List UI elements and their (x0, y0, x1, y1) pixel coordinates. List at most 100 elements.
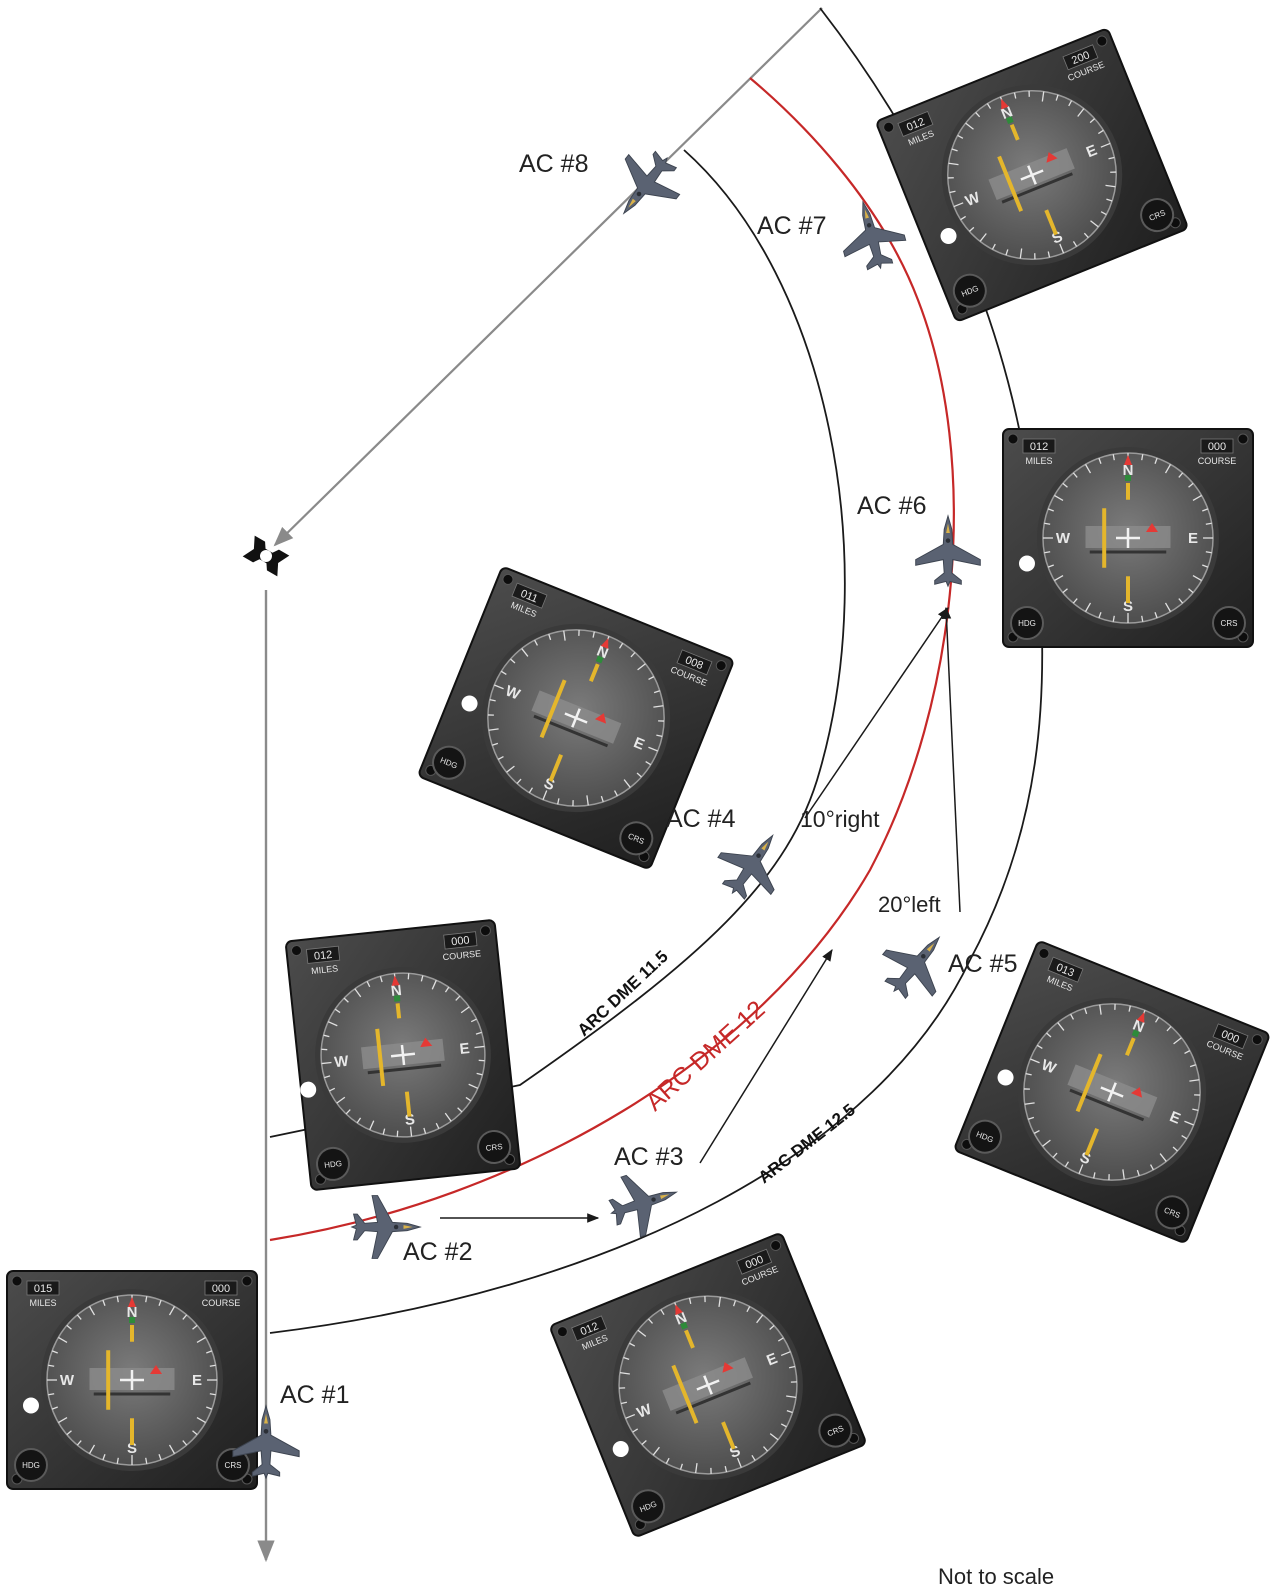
arc-label-dme-12-5: ARC DME 12.5 (755, 1100, 859, 1187)
hsi-tick (1052, 1152, 1058, 1158)
hsi-tick (1136, 1169, 1140, 1177)
hsi-tick (475, 1031, 482, 1035)
hsi-cdi-bar (375, 1028, 386, 1087)
hsi-tick (521, 648, 529, 657)
hsi-tick (158, 1454, 162, 1461)
hsi-course-window (676, 649, 713, 676)
hsi-tick (1078, 1164, 1084, 1174)
hsi-tick (491, 742, 499, 746)
hsi-warning-light (300, 1081, 317, 1098)
hsi-tick (648, 676, 655, 681)
ac3-intercept-line (699, 948, 833, 1164)
hsi-tick (780, 1423, 787, 1428)
hsi-miles-window (571, 1315, 608, 1342)
hsi-tick (66, 1430, 72, 1436)
hsi-miles-window (26, 1280, 60, 1296)
hsi-warning-light (612, 1441, 629, 1458)
fighter-jet-shape (597, 137, 693, 234)
hsi-hdg-knob (968, 1119, 1003, 1154)
hsi-tick (468, 1083, 479, 1089)
hsi-tick (1083, 232, 1089, 239)
hsi-tick (478, 1059, 485, 1062)
hsi-tick (1054, 574, 1064, 582)
hsi-tick (704, 1296, 706, 1303)
hsi-cardinal: W (334, 1053, 351, 1071)
hsi-tick (321, 1048, 328, 1051)
hsi-tick (534, 639, 539, 646)
hsi-tick (102, 1299, 106, 1306)
hsi-tick (600, 795, 604, 803)
hsi-tick (1188, 588, 1194, 594)
hsi-screw (1237, 433, 1249, 445)
hsi-tick (991, 243, 996, 250)
hsi-tick (116, 1457, 119, 1464)
hsi-tick (1114, 1003, 1116, 1010)
hsi-aircraft-symbol (400, 1044, 406, 1066)
hsi-tick (688, 1297, 692, 1305)
hsi-cardinal: S (127, 1440, 137, 1457)
hsi-tick (76, 1440, 82, 1446)
hsi-tick (746, 1306, 751, 1313)
hsi-to-from-flag (1046, 152, 1058, 163)
hsi-tick (763, 1446, 768, 1452)
hsi-tick (66, 1324, 72, 1330)
hsi-tick (1184, 1050, 1191, 1055)
hsi-tick (182, 1314, 188, 1320)
hsi-crs-knob (818, 1413, 853, 1448)
hsi-tick (356, 1117, 362, 1124)
hsi-tick (968, 226, 975, 232)
hsi-tick (632, 1428, 639, 1433)
hsi-course-arrow-tail (1044, 209, 1058, 236)
hsi-tick (1098, 457, 1102, 464)
hsi-course-window (443, 931, 478, 950)
hsi-cdi-bar (1075, 1053, 1103, 1113)
hsi-tick (1122, 1169, 1125, 1180)
hsi-tick (528, 787, 534, 794)
hsi-tick (396, 1130, 399, 1137)
hsi-course-window (1062, 44, 1099, 71)
hsi-tick (48, 1364, 55, 1367)
hsi-course-arrow-head (589, 663, 600, 682)
hsi-tick (88, 1306, 96, 1316)
hsi-tick (1055, 94, 1059, 101)
hsi-cardinal: W (1056, 530, 1071, 547)
hsi-tick (196, 1416, 206, 1424)
hsi-tick (953, 202, 964, 208)
hsi-tick (1154, 612, 1158, 619)
hsi-tick (557, 798, 560, 805)
hsi-warning-light (997, 1069, 1014, 1086)
hsi-tick (648, 746, 658, 752)
fighter-jet-icon (915, 515, 981, 587)
hsi-tick (329, 1087, 336, 1092)
hsi-tick (1192, 574, 1202, 582)
hsi-screw (241, 1275, 253, 1287)
hsi-tick (780, 1351, 791, 1357)
hsi-tick (209, 1393, 216, 1396)
hsi-tick (637, 1329, 647, 1337)
hsi-tick (724, 1465, 728, 1473)
hsi-tick (343, 997, 349, 1003)
hsi-cdi-bar (671, 1364, 699, 1424)
hsi-cardinal: E (1188, 530, 1198, 547)
hsi-tick (369, 1120, 375, 1131)
fighter-jet-shape (832, 193, 912, 277)
hsi-tick (578, 629, 580, 636)
hsi-tick (563, 630, 566, 641)
hsi-tick (1172, 1146, 1178, 1152)
hsi-tick (51, 1350, 58, 1354)
hsi-tick (1173, 1037, 1182, 1045)
label-ac-1: AC #1 (280, 1381, 349, 1409)
hsi-tick (1068, 100, 1073, 107)
hsi-warning-light (22, 1397, 39, 1414)
hsi-tick (718, 1296, 722, 1307)
hsi-tick (1084, 464, 1092, 474)
hsi-tick (465, 1096, 472, 1102)
hsi-tick (1084, 1007, 1088, 1015)
hsi-tick (354, 988, 362, 998)
hsi-tick (653, 705, 664, 708)
hsi-tick (1202, 508, 1209, 512)
hsi-tick (420, 975, 424, 982)
